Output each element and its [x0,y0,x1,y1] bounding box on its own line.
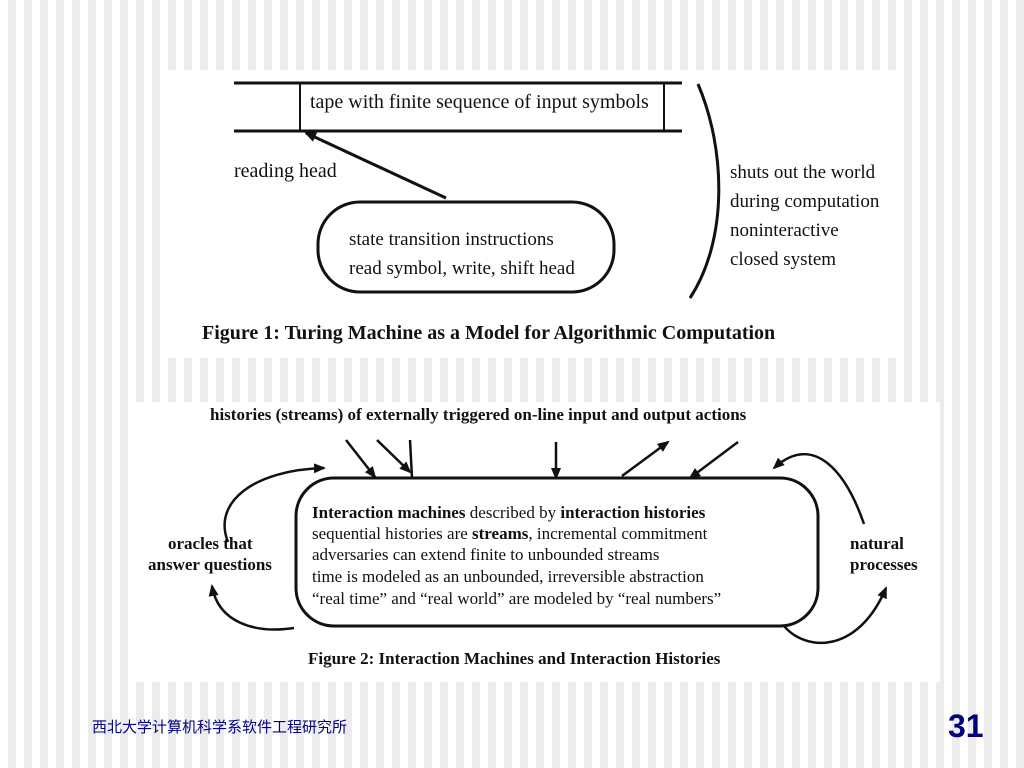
reading-head-label: reading head [234,160,337,182]
box-line-1-mid: described by [465,503,560,522]
natural-loop-bottom-arrow [783,586,888,645]
output-arrow-1 [376,439,412,474]
box-line-4: time is modeled as an unbounded, irrever… [312,567,704,586]
page-number: 31 [948,708,984,744]
tape-label: tape with finite sequence of input symbo… [310,91,649,113]
tape-cell [299,82,665,132]
streams-label: histories (streams) of externally trigge… [210,405,747,424]
state-box [316,200,616,294]
box-line-3: adversaries can extend finite to unbound… [312,545,659,564]
reading-head-arrow [304,131,447,200]
output-arrow-2 [621,440,670,478]
box-line-1: Interaction machines described by intera… [312,503,706,522]
box-line-1-bold-b: interaction histories [560,503,705,522]
figure-1-turing-machine: tape with finite sequence of input symbo… [166,70,900,358]
side-note-1: shuts out the world [730,162,876,183]
input-arrow-2 [408,439,414,479]
side-note-4: closed system [730,249,836,270]
input-arrow-4 [688,441,739,480]
input-arrow-1 [345,439,377,479]
interaction-machine-box [294,476,820,628]
oracles-label-2: answer questions [148,555,272,574]
figure-1-svg: tape with finite sequence of input symbo… [202,81,880,344]
state-line-2: read symbol, write, shift head [349,258,575,279]
box-line-2-bold: streams [472,524,529,543]
figure-2-interaction-machines: histories (streams) of externally trigge… [134,402,940,682]
bracket-curve [688,83,721,299]
figure-1-caption: Figure 1: Turing Machine as a Model for … [202,322,775,344]
box-line-1-bold-a: Interaction machines [312,503,466,522]
box-line-2: sequential histories are streams, increm… [312,524,708,543]
oracles-label-1: oracles that [168,534,253,553]
natural-label-1: natural [850,534,904,553]
oracle-loop-top-arrow [223,463,326,543]
side-note-3: noninteractive [730,220,839,241]
oracle-loop-bottom-arrow [208,584,295,631]
natural-label-2: processes [850,555,918,574]
figure-2-svg: histories (streams) of externally trigge… [148,405,918,668]
natural-loop-top-arrow [772,453,866,525]
box-line-2-a: sequential histories are [312,524,472,543]
figure-2-caption: Figure 2: Interaction Machines and Inter… [308,649,721,668]
box-line-2-b: , incremental commitment [528,524,707,543]
box-line-5: “real time” and “real world” are modeled… [312,589,721,608]
side-note-2: during computation [730,191,880,212]
state-line-1: state transition instructions [349,229,554,250]
institution-footer: 西北大学计算机科学系软件工程研究所 [92,718,348,736]
